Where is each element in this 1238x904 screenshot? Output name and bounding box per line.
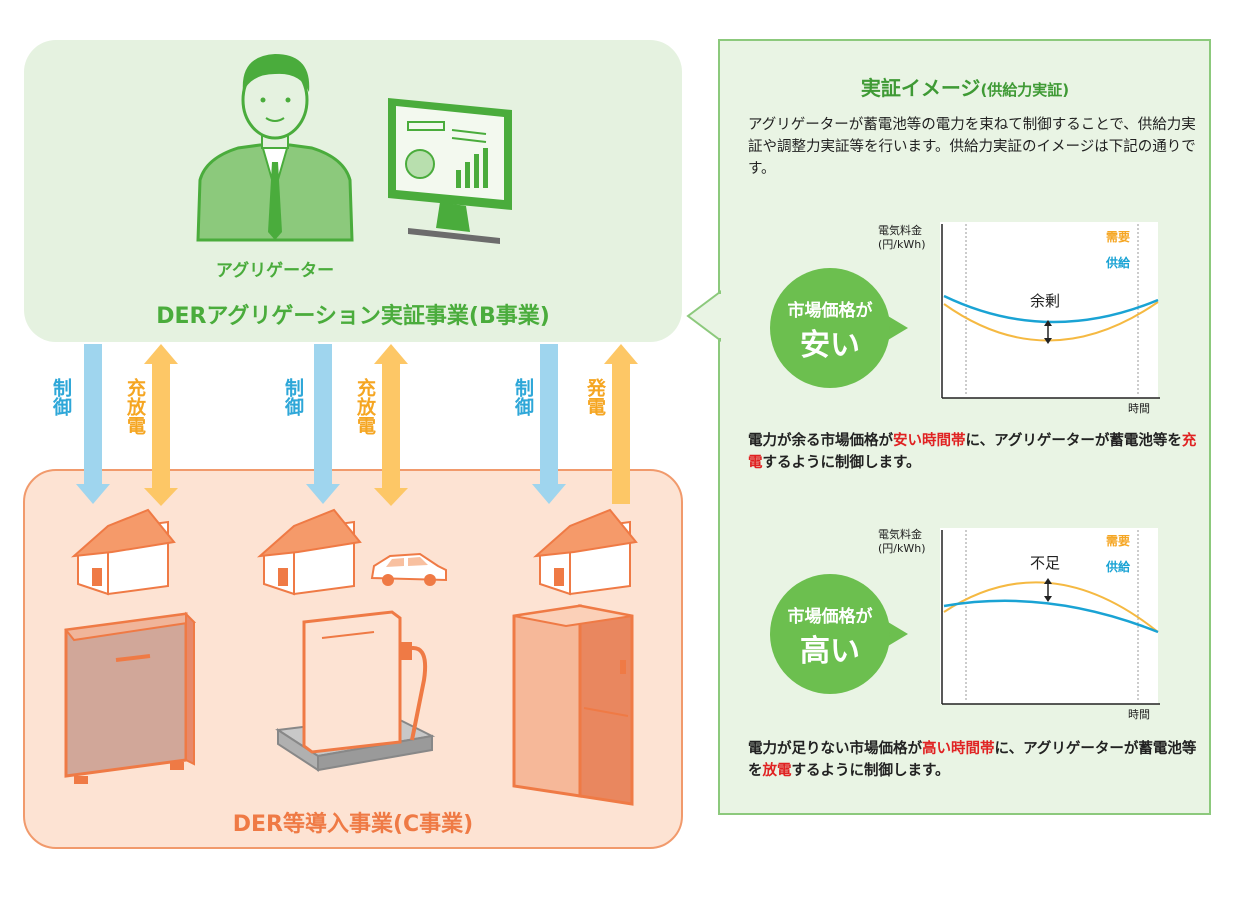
house-icon-3 xyxy=(532,508,638,596)
bubble-pointer-expensive xyxy=(888,622,908,646)
chart-cheap-supply-line xyxy=(943,294,1159,324)
arrow-down-control-2 xyxy=(306,344,340,504)
chart-cheap xyxy=(888,222,1160,399)
arrow-down-control-3 xyxy=(532,344,566,504)
house-icon-2 xyxy=(256,508,362,596)
bubble-pointer-cheap xyxy=(888,316,908,340)
ev-charger-battery-icon xyxy=(275,610,436,772)
chart-cheap-gap-label: 余剰 xyxy=(1030,292,1061,310)
chart-expensive-legend-demand: 需要 xyxy=(1106,534,1131,548)
chart-cheap-legend-supply: 供給 xyxy=(1106,256,1131,270)
flow-charge-label-1: 充放電 xyxy=(124,378,146,435)
panel-pointer xyxy=(686,290,721,342)
arrow-down-control-1 xyxy=(76,344,110,504)
chart-expensive-gap-arrow xyxy=(1044,578,1052,602)
bubble-cheap: 市場価格が 安い xyxy=(770,268,890,388)
arrow-up-generation xyxy=(604,344,638,504)
panel-title: 実証イメージ(供給力実証) xyxy=(860,76,1070,100)
c-project-title: DER等導入事業(C事業) xyxy=(232,812,474,837)
panel-intro: アグリゲーターが蓄電池等の電力を束ねて制御することで、供給力実証や調整力実証等を… xyxy=(748,117,1196,177)
arrow-bidirectional-charge-2 xyxy=(374,344,408,506)
expensive-description: 電力が足りない市場価格が高い時間帯に、アグリゲーターが蓄電池等を放電するように制… xyxy=(748,741,1197,779)
b-project-box xyxy=(24,40,682,342)
flow-control-label-3: 制御 xyxy=(512,378,534,416)
bubble-expensive: 市場価格が 高い xyxy=(770,574,890,694)
car-icon xyxy=(370,552,447,586)
chart-expensive-gap-label: 不足 xyxy=(1030,554,1061,572)
storage-battery-icon xyxy=(64,611,197,784)
chart-expensive xyxy=(888,528,1160,705)
chart-cheap-y-label: 電気料金(円/kWh) xyxy=(878,224,926,251)
monitor-icon xyxy=(388,98,512,244)
chart-expensive-x-label: 時間 xyxy=(1128,708,1150,721)
arrow-bidirectional-charge-1 xyxy=(144,344,178,506)
cheap-description: 電力が余る市場価格が安い時間帯に、アグリゲーターが蓄電池等を充電するように制御し… xyxy=(748,433,1197,471)
b-project-title: DERアグリゲーション実証事業(B事業) xyxy=(156,304,550,329)
chart-expensive-y-label: 電気料金(円/kWh) xyxy=(878,528,926,555)
aggregator-label: アグリゲーター xyxy=(215,261,335,281)
house-icon-1 xyxy=(70,508,176,596)
flow-control-label-2: 制御 xyxy=(282,378,304,416)
chart-cheap-legend-demand: 需要 xyxy=(1106,230,1131,244)
aggregator-person-icon xyxy=(196,54,354,242)
flow-charge-label-2: 充放電 xyxy=(354,378,376,435)
power-conditioner-cabinet-icon xyxy=(512,604,634,806)
flow-generation-label: 発電 xyxy=(584,378,606,416)
chart-expensive-legend-supply: 供給 xyxy=(1106,560,1131,574)
chart-cheap-x-label: 時間 xyxy=(1128,402,1150,415)
chart-cheap-gap-arrow xyxy=(1044,320,1052,344)
flow-control-label-1: 制御 xyxy=(50,378,72,416)
chart-expensive-supply-line xyxy=(943,599,1159,634)
